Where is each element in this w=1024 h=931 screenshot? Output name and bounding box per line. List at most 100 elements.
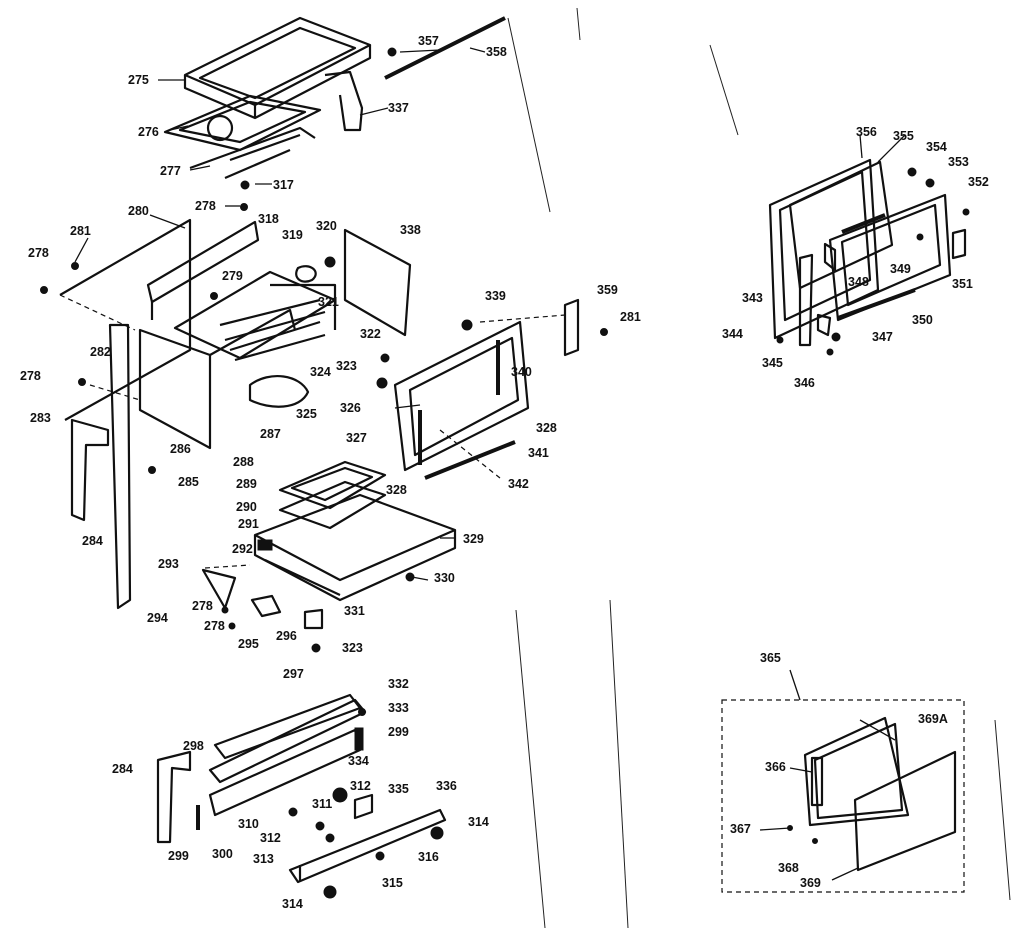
callout-312b: 312	[350, 779, 371, 793]
callout-365: 365	[760, 651, 781, 665]
callout-340: 340	[511, 365, 532, 379]
callout-333: 333	[388, 701, 409, 715]
callout-315: 315	[382, 876, 403, 890]
callout-343: 343	[742, 291, 763, 305]
callout-317: 317	[273, 178, 294, 192]
callout-354: 354	[926, 140, 947, 154]
callout-292: 292	[232, 542, 253, 556]
callout-314b: 314	[468, 815, 489, 829]
control-panel	[156, 693, 447, 899]
callout-278d: 278	[192, 599, 213, 613]
callout-323: 323	[336, 359, 357, 373]
callout-341: 341	[528, 446, 549, 460]
callout-325: 325	[296, 407, 317, 421]
callout-281b: 281	[620, 310, 641, 324]
oven-body	[40, 218, 412, 610]
callout-295: 295	[238, 637, 259, 651]
callout-366: 366	[765, 760, 786, 774]
callout-332: 332	[388, 677, 409, 691]
callout-276: 276	[138, 125, 159, 139]
top-pan-assembly	[163, 16, 506, 211]
callout-282: 282	[90, 345, 111, 359]
callout-321: 321	[318, 295, 339, 309]
callout-331: 331	[344, 604, 365, 618]
leader-lines	[74, 47, 906, 881]
callout-287: 287	[260, 427, 281, 441]
callout-352: 352	[968, 175, 989, 189]
callout-330: 330	[434, 571, 455, 585]
callout-300: 300	[212, 847, 233, 861]
callout-293: 293	[158, 557, 179, 571]
callout-335: 335	[388, 782, 409, 796]
callout-284b: 284	[112, 762, 133, 776]
right-door-assembly	[768, 158, 970, 356]
callout-359: 359	[597, 283, 618, 297]
callout-311: 311	[312, 797, 332, 811]
callout-328a: 328	[536, 421, 557, 435]
callout-285: 285	[178, 475, 199, 489]
callout-349: 349	[890, 262, 911, 276]
callout-356: 356	[856, 125, 877, 139]
callout-297: 297	[283, 667, 304, 681]
callout-329: 329	[463, 532, 484, 546]
callout-299: 299	[168, 849, 189, 863]
callout-310: 310	[238, 817, 259, 831]
callout-369: 369	[800, 876, 821, 890]
callout-280: 280	[128, 204, 149, 218]
callout-367: 367	[730, 822, 751, 836]
callout-353: 353	[948, 155, 969, 169]
callout-358: 358	[486, 45, 507, 59]
callout-344: 344	[722, 327, 743, 341]
callout-355: 355	[893, 129, 914, 143]
callout-339: 339	[485, 289, 506, 303]
callout-298: 298	[183, 739, 204, 753]
callout-337: 337	[388, 101, 409, 115]
callout-316: 316	[418, 850, 439, 864]
callout-283: 283	[30, 411, 51, 425]
callout-314: 314	[282, 897, 303, 911]
callout-294: 294	[147, 611, 168, 625]
callout-296: 296	[276, 629, 297, 643]
broiler-drawer	[201, 460, 457, 653]
callout-323b: 323	[342, 641, 363, 655]
callout-312: 312	[260, 831, 281, 845]
callout-313: 313	[253, 852, 274, 866]
scan-lines	[507, 7, 1011, 929]
callout-368: 368	[778, 861, 799, 875]
callout-369A: 369A	[918, 712, 948, 726]
callout-338: 338	[400, 223, 421, 237]
callout-279: 279	[222, 269, 243, 283]
callout-281: 281	[70, 224, 91, 238]
callout-275: 275	[128, 73, 149, 87]
callout-326: 326	[340, 401, 361, 415]
oven-door	[376, 298, 608, 480]
callout-291: 291	[238, 517, 259, 531]
callout-289: 289	[236, 477, 257, 491]
callout-345: 345	[762, 356, 783, 370]
callout-327: 327	[346, 431, 367, 445]
callout-278: 278	[195, 199, 216, 213]
callout-278b: 278	[28, 246, 49, 260]
callout-286: 286	[170, 442, 191, 456]
callout-336: 336	[436, 779, 457, 793]
callout-351: 351	[952, 277, 973, 291]
callout-284: 284	[82, 534, 103, 548]
callout-319: 319	[282, 228, 303, 242]
callout-328b: 328	[386, 483, 407, 497]
callout-278c: 278	[20, 369, 41, 383]
callout-342: 342	[508, 477, 529, 491]
callout-324: 324	[310, 365, 331, 379]
callout-322: 322	[360, 327, 381, 341]
callout-357: 357	[418, 34, 439, 48]
callout-290: 290	[236, 500, 257, 514]
callout-334: 334	[348, 754, 369, 768]
callout-346: 346	[794, 376, 815, 390]
callout-278e: 278	[204, 619, 225, 633]
callout-350: 350	[912, 313, 933, 327]
window-kit-box	[721, 699, 965, 893]
callout-299b: 299	[388, 725, 409, 739]
callout-320: 320	[316, 219, 337, 233]
callout-288: 288	[233, 455, 254, 469]
callout-labels: 275 276 277 278 279 280 281 282 283 284 …	[20, 34, 989, 911]
